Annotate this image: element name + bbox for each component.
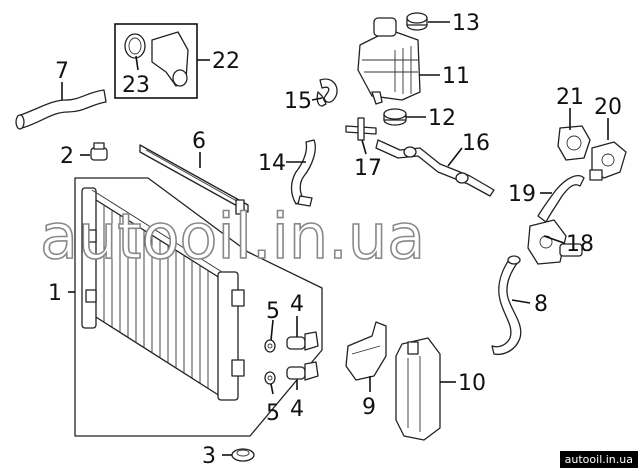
callout-13: 13 [452,11,480,36]
callout-numbers: 1 2 3 4 4 5 5 6 7 8 9 10 11 12 13 14 15 … [48,11,622,469]
callout-23: 23 [122,73,150,98]
callout-8: 8 [534,292,548,317]
upper-support-rail [139,144,249,215]
reservoir-hose [316,78,338,107]
callout-18: 18 [566,232,594,257]
water-outlet-hose [537,175,585,223]
callout-11: 11 [442,64,470,89]
callout-15: 15 [284,89,312,114]
callout-9: 9 [362,395,376,420]
callout-1: 1 [48,281,62,306]
callout-2: 2 [60,144,74,169]
drain-plug-lower [286,361,319,381]
drain-plug-upper [286,331,319,351]
callout-5-upper: 5 [266,299,280,324]
reservoir-cap [406,12,428,31]
leader-lines [61,21,609,456]
reservoir-grommet [383,108,407,126]
callout-10: 10 [458,371,486,396]
callout-22: 22 [212,49,240,74]
radiator-cap [90,142,108,161]
watermark-text: autooil.in.ua [40,200,425,273]
bracket [345,321,387,381]
coolant-reservoir [357,17,421,105]
callout-3: 3 [202,444,216,469]
heater-hose [290,139,316,207]
callout-14: 14 [258,151,286,176]
water-flange [589,141,627,181]
bypass-pipe [375,139,495,197]
callout-4-upper: 4 [290,292,304,317]
callout-17: 17 [354,156,382,181]
tee-connector [345,117,377,141]
lower-radiator-hose [491,255,522,356]
grommet [231,448,255,462]
callout-16: 16 [462,131,490,156]
callout-12: 12 [428,106,456,131]
radiator-assembly [74,177,323,437]
washer-lower [264,371,276,385]
site-label: autooil.in.ua [559,451,638,468]
water-outlet [527,219,583,265]
thermostat-kit [114,23,198,99]
callout-20: 20 [594,95,622,120]
callout-21: 21 [556,85,584,110]
callout-19: 19 [508,182,536,207]
callout-5-lower: 5 [266,401,280,426]
gasket [557,125,591,161]
callout-7: 7 [55,59,69,84]
upper-radiator-hose [15,89,107,130]
air-guide [395,337,441,441]
washer-upper [264,339,276,353]
callout-4-lower: 4 [290,397,304,422]
callout-6: 6 [192,129,206,154]
